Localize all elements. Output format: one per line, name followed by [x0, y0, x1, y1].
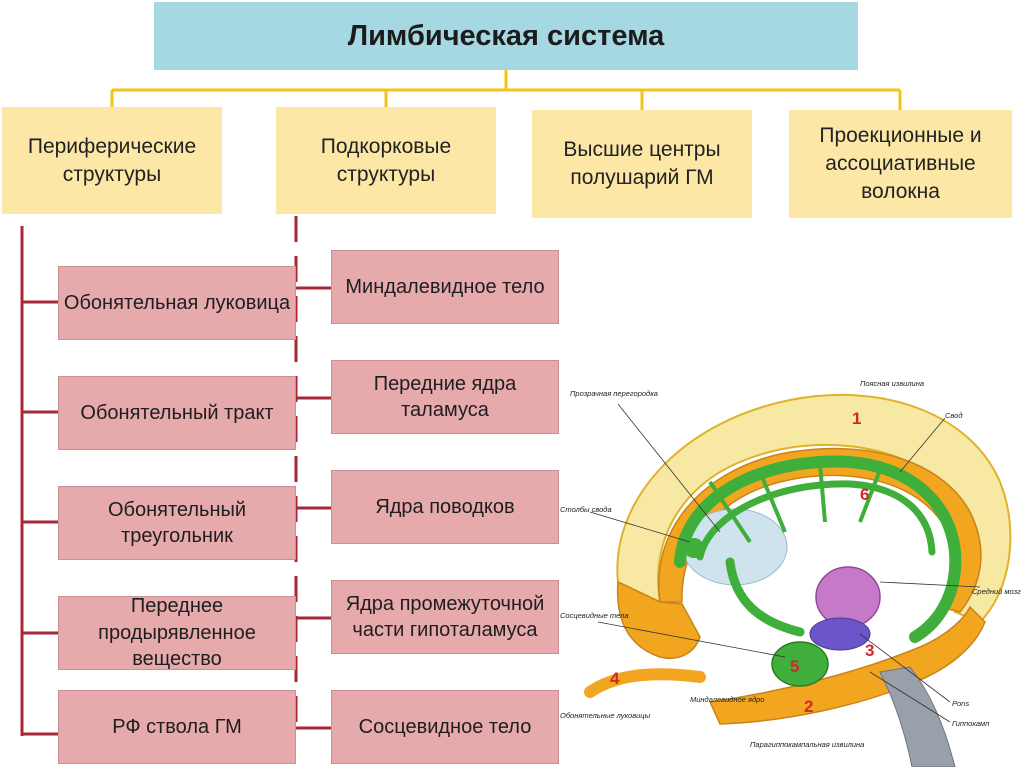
category-fibers: Проекционные и ассоциативные волокна — [789, 110, 1012, 218]
label-amygdala: Миндалевидное ядро — [690, 695, 764, 704]
number-2: 2 — [804, 697, 813, 716]
subcortical-amygdala: Миндалевидное тело — [331, 250, 559, 324]
category-higher-centers: Высшие центры полушарий ГМ — [532, 110, 752, 218]
peripheral-reticular-formation: РФ ствола ГМ — [58, 690, 296, 764]
amygdala-shape — [771, 641, 829, 687]
brainstem-shape — [879, 666, 956, 767]
label-mammillary: Сосцевидные тела — [560, 611, 629, 620]
category-subcortical: Подкорковые структуры — [276, 107, 496, 214]
parahippocampal-gyrus-shape — [708, 605, 986, 725]
label-midbrain: Средний мозг — [972, 587, 1021, 596]
peripheral-perforated-substance: Переднее продырявленное вещество — [58, 595, 296, 670]
midbrain-shape — [815, 566, 881, 628]
label-parahippocampal: Парагиппокампальная извилина — [750, 740, 864, 749]
peripheral-olfactory-tract: Обонятельный тракт — [58, 376, 296, 450]
label-fornix: Свод — [945, 411, 962, 420]
category-peripheral: Периферические структуры — [2, 107, 222, 214]
fornix-shape — [674, 455, 962, 643]
label-olfactory-bulbs: Обонятельные луковицы — [560, 711, 651, 720]
label-septum: Прозрачная перегородка — [570, 389, 658, 398]
number-4: 4 — [610, 669, 620, 688]
number-1: 1 — [852, 409, 861, 428]
pons-shape — [809, 617, 871, 651]
label-cingulate: Поясная извилина — [860, 379, 924, 388]
number-6: 6 — [860, 485, 869, 504]
label-pons: Pons — [952, 699, 969, 708]
cingulate-gyrus-shape — [658, 447, 982, 613]
label-fornix-columns: Столбы свода — [560, 505, 612, 514]
subcortical-hypothalamus-nuclei: Ядра промежуточной части гипоталамуса — [331, 580, 559, 654]
subcortical-habenular-nuclei: Ядра поводков — [331, 470, 559, 544]
limbic-system-illustration: Прозрачная перегородка Поясная извилина … — [560, 379, 1021, 767]
diagram-title: Лимбическая система — [154, 2, 858, 70]
number-3: 3 — [865, 641, 874, 660]
peripheral-olfactory-triangle: Обонятельный треугольник — [58, 486, 296, 560]
number-5: 5 — [790, 657, 799, 676]
peripheral-olfactory-bulb: Обонятельная луковица — [58, 266, 296, 340]
label-hippocampus: Гиппокамп — [952, 719, 989, 728]
cortex-shape — [616, 393, 1012, 624]
subcortical-mammillary-body: Сосцевидное тело — [331, 690, 559, 764]
subcortical-thalamic-nuclei: Передние ядра таламуса — [331, 360, 559, 434]
